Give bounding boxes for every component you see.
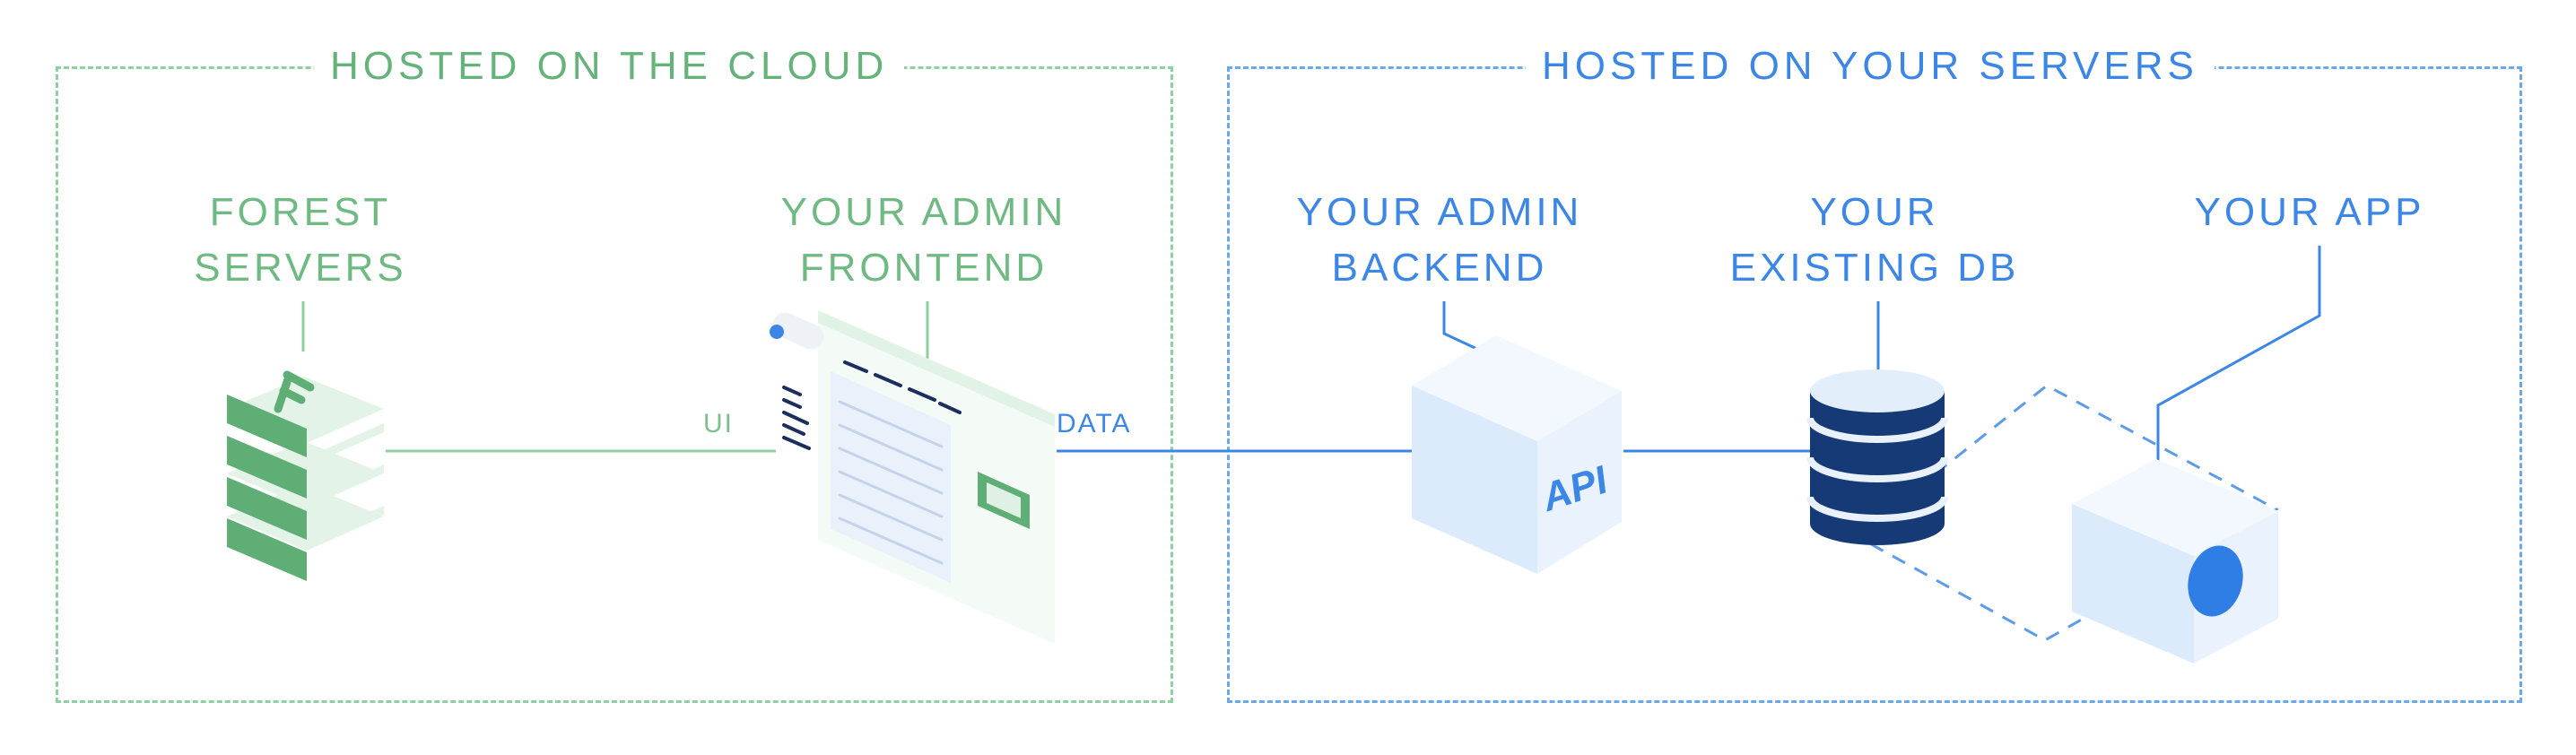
admin-frontend-label-line2: FRONTEND: [799, 246, 1049, 290]
cloud-section-box: HOSTED ON THE CLOUD: [56, 41, 1173, 703]
admin-backend-label-line1: YOUR ADMIN: [1296, 190, 1583, 234]
ui-edge-label: UI: [703, 409, 734, 438]
browser-window-icon: [770, 310, 1055, 644]
admin-backend-label: YOUR ADMIN BACKEND: [1265, 185, 1614, 296]
data-edge-label: DATA: [1057, 409, 1132, 438]
app-cube-icon: [2072, 459, 2278, 664]
forest-servers-label-line2: SERVERS: [194, 246, 407, 290]
your-app-label-line1: YOUR APP: [2194, 190, 2425, 234]
api-cube-icon: API: [1412, 335, 1622, 574]
app-label-leader: [2156, 246, 2321, 491]
database-icon: [1806, 369, 1948, 545]
cloud-section-title: HOSTED ON THE CLOUD: [314, 41, 905, 91]
admin-frontend-label: YOUR ADMIN FRONTEND: [749, 185, 1099, 296]
existing-db-label: YOUR EXISTING DB: [1700, 185, 2049, 296]
your-app-label: YOUR APP: [2135, 185, 2485, 240]
forest-servers-label-line1: FOREST: [209, 190, 392, 234]
admin-backend-label-line2: BACKEND: [1331, 246, 1548, 290]
servers-section-title: HOSTED ON YOUR SERVERS: [1526, 41, 2215, 91]
forest-servers-label: FOREST SERVERS: [126, 185, 475, 296]
existing-db-label-line1: YOUR: [1810, 190, 1939, 234]
servers-section-box: HOSTED ON YOUR SERVERS: [1227, 41, 2522, 703]
app-environment-outline: [1854, 384, 2280, 642]
admin-frontend-label-line1: YOUR ADMIN: [780, 190, 1067, 234]
forest-logo-stack-icon: [227, 370, 384, 581]
existing-db-label-line2: EXISTING DB: [1729, 246, 2020, 290]
